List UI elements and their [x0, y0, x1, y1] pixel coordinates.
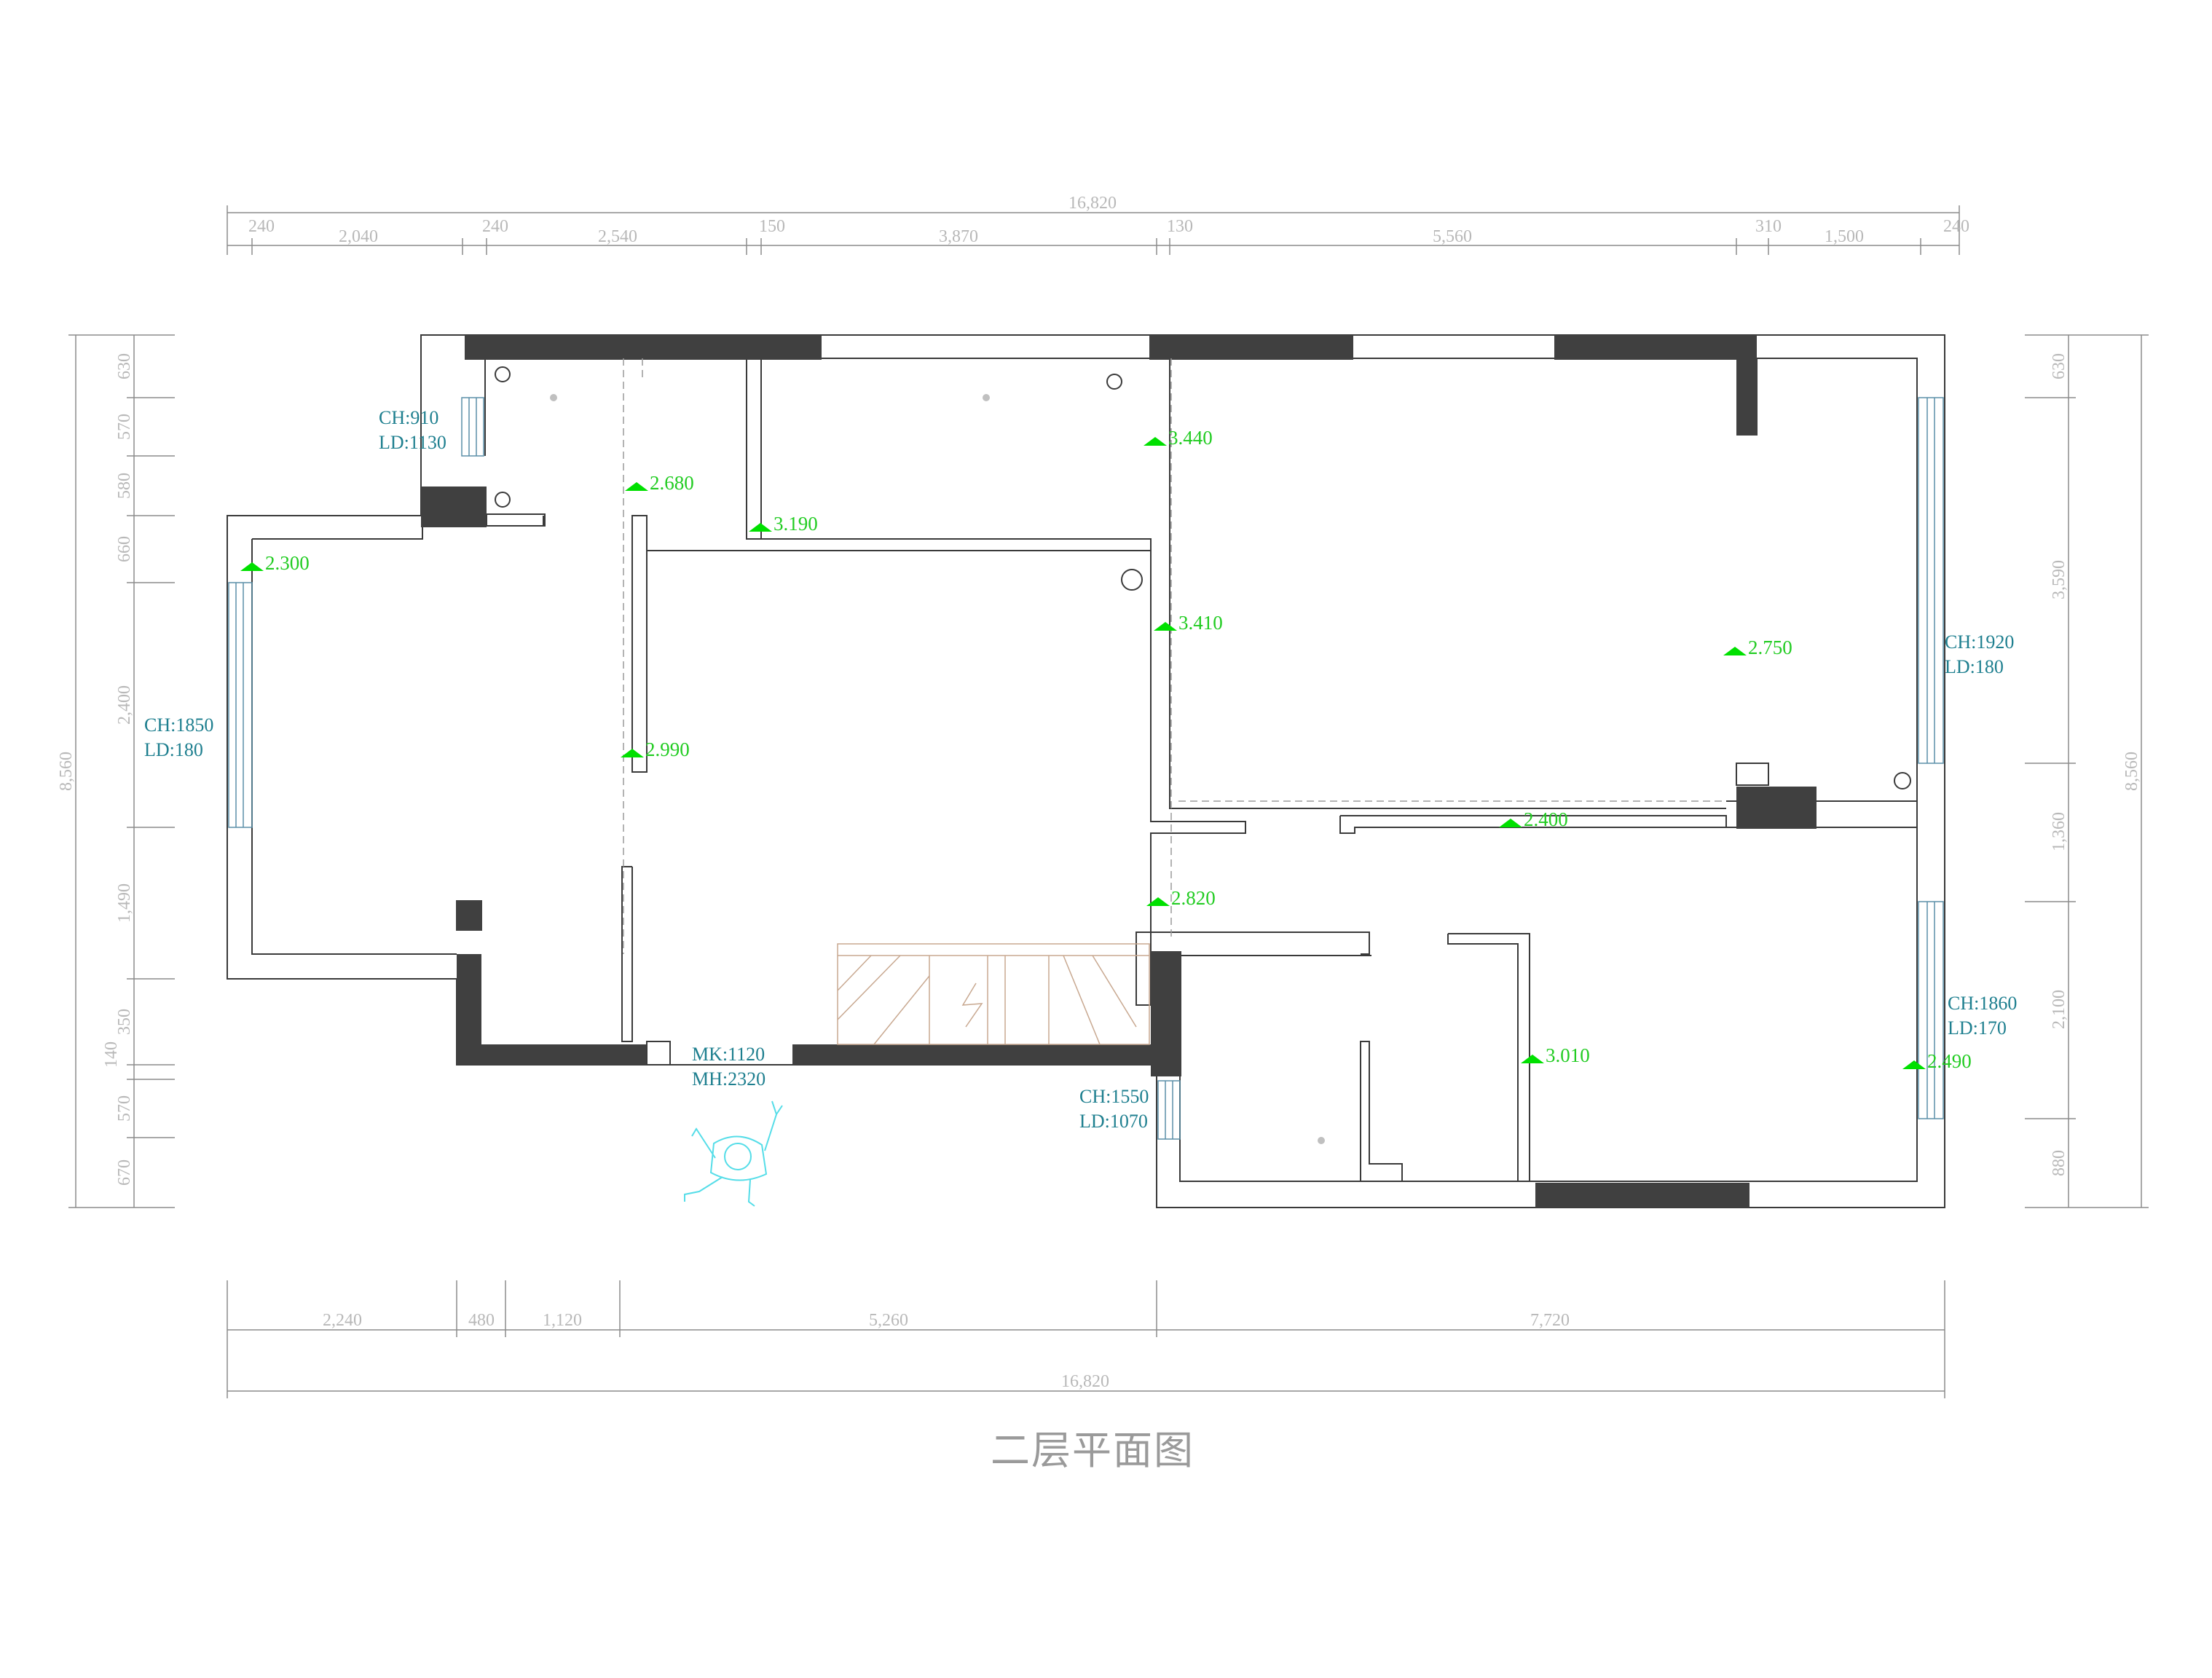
top-dimension-chain: 16,820 240 2,040 240 2,540 150 3,870 130… [227, 194, 1969, 255]
ceiling-fixtures [495, 366, 1911, 1144]
dim-right-4: 2,100 [2050, 990, 2069, 1029]
note-window3-ch: CH:1920 [1945, 631, 2014, 653]
dim-right-2: 3,590 [2050, 560, 2069, 599]
wall-outline [227, 334, 1945, 1208]
elev-3010: 3.010 [1546, 1044, 1590, 1066]
dim-top-3: 240 [482, 217, 508, 236]
windows [228, 397, 1944, 1140]
note-window2-ch: CH:1850 [144, 714, 213, 736]
dim-top-10: 1,500 [1825, 227, 1864, 246]
dim-bottom-4: 5,260 [869, 1311, 908, 1330]
dim-bottom-total: 16,820 [1061, 1372, 1109, 1391]
dim-left-10: 670 [115, 1159, 134, 1186]
dim-top-4: 2,540 [598, 227, 637, 246]
note-door-mk: MK:1120 [692, 1044, 765, 1065]
note-window2-ld: LD:180 [144, 739, 203, 760]
dim-left-5: 2,400 [115, 685, 134, 725]
note-window1-ld: LD:1130 [379, 432, 446, 453]
elev-2300: 2.300 [265, 552, 310, 574]
elev-3190: 3.190 [774, 513, 818, 535]
elev-2750: 2.750 [1748, 637, 1792, 658]
dim-bottom-5: 7,720 [1530, 1311, 1570, 1330]
elev-2680: 2.680 [650, 472, 694, 494]
elevation-labels: 2.300 2.680 3.190 3.440 3.410 2.750 2.99… [265, 427, 1972, 1072]
note-window3-ld: LD:180 [1945, 656, 2004, 677]
note-window4-ld: LD:170 [1948, 1017, 2007, 1039]
dim-top-8: 5,560 [1433, 227, 1472, 246]
elev-2820: 2.820 [1171, 887, 1216, 909]
dim-right-total: 8,560 [2122, 752, 2141, 791]
dim-bottom-2: 480 [468, 1311, 495, 1330]
note-window1-ch: CH:910 [379, 407, 438, 428]
drawing-title: 二层平面图 [991, 1427, 1194, 1473]
bottom-dimension-chain: 2,240 480 1,120 5,260 7,720 16,820 [227, 1280, 1945, 1398]
dim-left-total: 8,560 [57, 752, 76, 791]
dashed-lines [623, 358, 1726, 954]
person-symbol [684, 1100, 783, 1207]
dim-right-5: 880 [2050, 1150, 2069, 1176]
elev-2490: 2.490 [1927, 1050, 1972, 1072]
elev-3410: 3.410 [1178, 612, 1223, 634]
note-door-mh: MH:2320 [692, 1068, 765, 1090]
staircase [837, 943, 1150, 1045]
elev-3440: 3.440 [1168, 427, 1213, 449]
elevation-markers [240, 437, 1926, 1069]
dim-left-3: 580 [115, 473, 134, 499]
dim-top-5: 150 [759, 217, 785, 236]
dim-top-6: 3,870 [939, 227, 978, 246]
dim-left-4: 660 [115, 536, 134, 562]
elev-2400: 2.400 [1524, 808, 1568, 830]
dim-top-1: 240 [248, 217, 275, 236]
dim-left-1: 630 [115, 353, 134, 379]
dim-bottom-3: 1,120 [543, 1311, 582, 1330]
opening-annotations: CH:910 LD:1130 CH:1850 LD:180 CH:1920 LD… [144, 407, 2017, 1132]
dim-top-11: 240 [1943, 217, 1969, 236]
note-window4-ch: CH:1860 [1948, 993, 2017, 1014]
dim-top-9: 310 [1755, 217, 1782, 236]
dim-left-8: 140 [102, 1041, 121, 1068]
dim-left-2: 570 [115, 414, 134, 440]
dim-top-total: 16,820 [1068, 194, 1117, 213]
solid-walls [421, 335, 1817, 1208]
dim-left-6: 1,490 [115, 883, 134, 923]
dim-right-1: 630 [2050, 353, 2069, 379]
dim-left-7: 350 [115, 1009, 134, 1035]
note-window5-ch: CH:1550 [1079, 1086, 1149, 1107]
right-dimension-chain: 630 3,590 1,360 2,100 880 8,560 [2025, 334, 2149, 1208]
dim-top-7: 130 [1167, 217, 1193, 236]
note-window5-ld: LD:1070 [1079, 1111, 1148, 1132]
elev-2990: 2.990 [645, 738, 690, 760]
dim-bottom-1: 2,240 [323, 1311, 362, 1330]
dim-top-2: 2,040 [339, 227, 378, 246]
dim-right-3: 1,360 [2050, 812, 2069, 851]
left-dimension-chain: 630 570 580 660 2,400 1,490 350 140 570 … [57, 334, 175, 1208]
dim-left-9: 570 [115, 1095, 134, 1122]
